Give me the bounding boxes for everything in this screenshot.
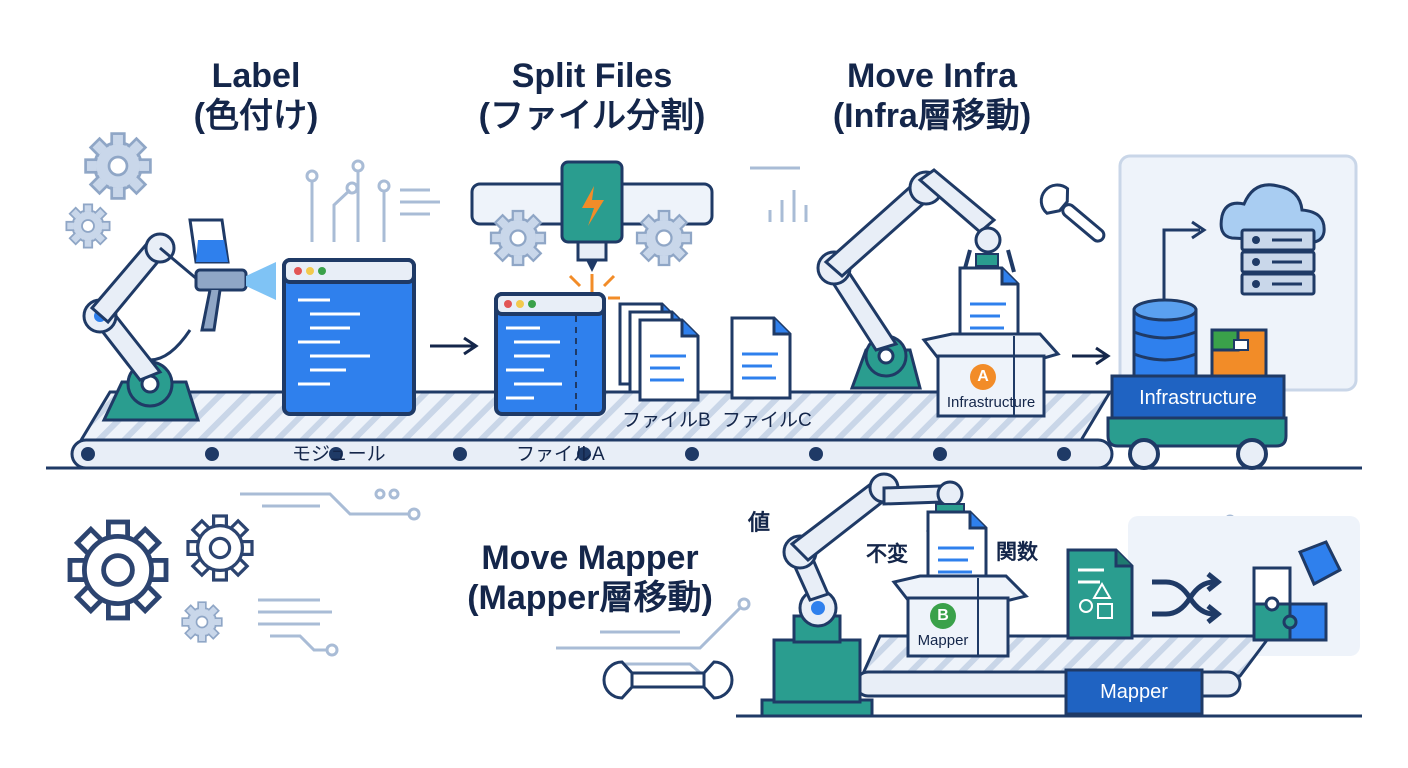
mapping-document-icon bbox=[1066, 548, 1134, 640]
mapper-badge: B bbox=[937, 607, 949, 624]
title-infra-en: Move Infra bbox=[846, 57, 1018, 95]
badge-a-circle bbox=[970, 364, 996, 390]
infra-box bbox=[921, 332, 1061, 418]
title-label-jp: (色付け) bbox=[193, 97, 319, 135]
mapper-plate-label: Mapper bbox=[1100, 681, 1168, 703]
function-label: 関数 bbox=[996, 541, 1038, 564]
module-window bbox=[282, 258, 416, 416]
file-a-window bbox=[494, 292, 606, 416]
puzzle-icon bbox=[1252, 540, 1342, 642]
database-icon bbox=[1132, 298, 1198, 378]
arrow-icon bbox=[430, 336, 479, 356]
file-b-documents bbox=[618, 302, 700, 402]
file-c-label: ファイルC bbox=[722, 410, 812, 431]
spray-robot-arm bbox=[82, 218, 276, 422]
gear-icon bbox=[84, 132, 152, 200]
gear-icon bbox=[70, 522, 166, 618]
infra-panel bbox=[1118, 154, 1358, 392]
immutable-label: 不変 bbox=[866, 543, 908, 566]
gear-icon bbox=[65, 203, 111, 249]
title-infra: Move Infra (Infra層移動) bbox=[782, 56, 1082, 136]
file-a-label: ファイルA bbox=[516, 444, 605, 465]
infra-box-label: Infrastructure bbox=[946, 394, 1036, 411]
gear-icon bbox=[489, 209, 547, 267]
circuit-lines bbox=[305, 159, 808, 242]
mapper-robot-arm bbox=[760, 472, 974, 718]
title-mapper-en: Move Mapper bbox=[481, 539, 699, 577]
badge-b-circle bbox=[930, 603, 956, 629]
shuffle-icon bbox=[1152, 572, 1223, 624]
gear-icon bbox=[635, 209, 693, 267]
title-mapper-jp: (Mapper層移動) bbox=[467, 579, 713, 617]
file-b-label: ファイルB bbox=[622, 410, 711, 431]
file-splitter-machine bbox=[470, 160, 714, 330]
package-icon bbox=[1210, 328, 1268, 378]
title-split: Split Files (ファイル分割) bbox=[442, 56, 742, 136]
infra-plate-label: Infrastructure bbox=[1139, 387, 1257, 409]
title-split-jp: (ファイル分割) bbox=[478, 97, 706, 135]
title-infra-jp: (Infra層移動) bbox=[832, 97, 1032, 135]
top-conveyor bbox=[70, 390, 1114, 470]
title-label: Label (色付け) bbox=[106, 56, 406, 136]
cloud-icon bbox=[1219, 183, 1326, 244]
file-c-document bbox=[730, 316, 792, 400]
title-label-en: Label bbox=[211, 57, 301, 95]
infra-robot-arm bbox=[816, 168, 1016, 390]
arrow-icon bbox=[1072, 346, 1111, 366]
infra-badge: A bbox=[977, 368, 989, 385]
server-icon bbox=[1240, 228, 1316, 296]
infra-cart bbox=[1106, 374, 1288, 470]
value-label: 値 bbox=[748, 510, 771, 535]
gear-icon bbox=[181, 601, 223, 643]
mapper-box bbox=[891, 574, 1029, 658]
gear-icon bbox=[186, 514, 254, 582]
mapper-box-label: Mapper bbox=[917, 632, 969, 649]
wrench-icon bbox=[1039, 183, 1106, 243]
title-mapper: Move Mapper (Mapper層移動) bbox=[440, 538, 740, 618]
title-split-en: Split Files bbox=[511, 57, 673, 95]
wrench-icon bbox=[602, 660, 734, 700]
module-label: モジュール bbox=[292, 444, 386, 465]
